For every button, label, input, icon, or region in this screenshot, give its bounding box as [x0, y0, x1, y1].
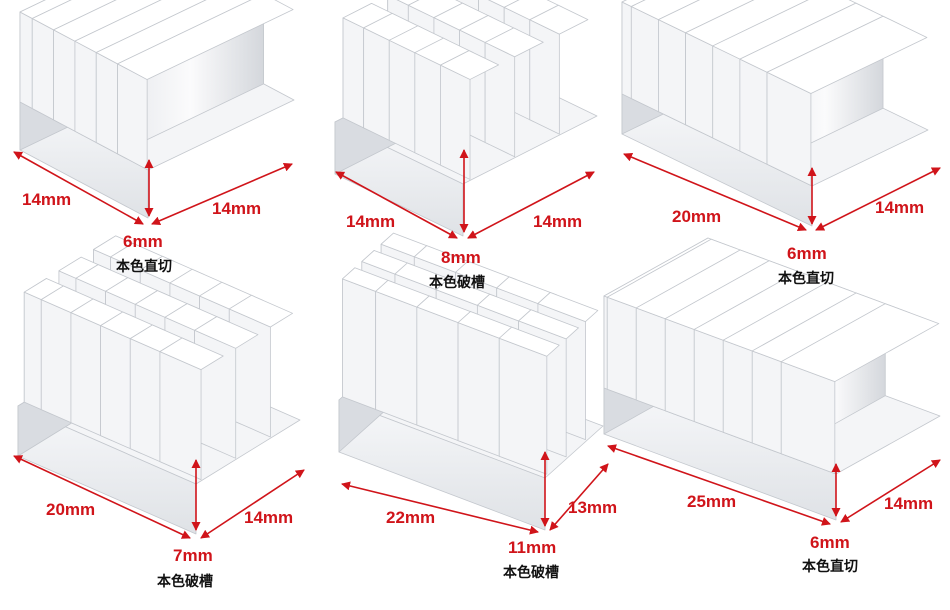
height-label-3: 6mm: [787, 244, 827, 263]
caption-2: 本色破槽: [429, 275, 485, 291]
caption-6: 本色直切: [802, 559, 858, 575]
fin-front-2: [363, 27, 394, 143]
fin-front-5: [416, 306, 465, 444]
fin-top-1: [117, 0, 294, 80]
fin-front-5: [375, 291, 424, 428]
fin-front-5: [457, 322, 507, 460]
width-label-6: 14mm: [884, 494, 934, 513]
heatsink-5: [338, 232, 604, 531]
heatsink-6: [603, 237, 941, 521]
fin-top-2: [440, 50, 500, 80]
fin-top-2: [484, 27, 544, 58]
height-label-6: 6mm: [810, 533, 850, 552]
heatsink-1: [19, 0, 295, 219]
caption-3: 本色直切: [778, 271, 834, 287]
heatsink-2: [334, 0, 598, 237]
length-label-4: 20mm: [46, 500, 96, 519]
width-arrow-6: [840, 459, 941, 523]
fin-top-5: [537, 292, 599, 322]
length-label-1: 14mm: [22, 190, 72, 209]
length-arrow-1: [13, 151, 144, 225]
fin-top-4: [228, 294, 293, 328]
width-label-5: 13mm: [568, 498, 618, 517]
fin-front-5: [498, 337, 548, 475]
height-label-1: 6mm: [123, 232, 163, 251]
width-arrow-1: [151, 163, 293, 225]
length-label-5: 22mm: [386, 508, 436, 527]
width-label-3: 14mm: [875, 198, 925, 217]
width-arrow-2: [467, 171, 595, 239]
height-label-4: 7mm: [173, 546, 213, 565]
length-label-6: 25mm: [687, 492, 737, 511]
length-label-2: 14mm: [346, 212, 396, 231]
fin-top-4: [194, 316, 259, 349]
caption-4: 本色破槽: [157, 574, 213, 590]
fin-top-2: [529, 4, 589, 35]
width-label-4: 14mm: [244, 508, 294, 527]
width-arrow-5: [549, 463, 609, 531]
fin-front-2: [414, 52, 445, 168]
length-arrow-4: [13, 455, 191, 539]
heatsink-4: [17, 235, 301, 535]
fin-front-2: [484, 42, 516, 158]
caption-1: 本色直切: [116, 259, 172, 275]
length-arrow-3: [623, 152, 807, 232]
width-label-2: 14mm: [533, 212, 583, 231]
length-arrow-2: [335, 171, 458, 239]
length-arrow-5: [341, 481, 539, 535]
fin-top-3: [766, 15, 928, 94]
length-arrow-6: [607, 444, 831, 526]
heatsink-3: [621, 0, 929, 227]
fin-top-5: [498, 326, 560, 357]
fin-front-2: [440, 64, 471, 180]
width-arrow-3: [815, 167, 941, 231]
width-arrow-4: [200, 469, 305, 539]
fin-front-2: [529, 19, 560, 135]
fin-top-4: [159, 337, 224, 371]
fin-top-5: [518, 309, 579, 340]
caption-5: 本色破槽: [503, 565, 559, 581]
fin-front-4: [159, 351, 202, 481]
length-label-3: 20mm: [672, 207, 722, 226]
height-label-2: 8mm: [441, 248, 481, 267]
width-label-1: 14mm: [212, 199, 262, 218]
fin-front-1: [117, 63, 148, 170]
fin-front-2: [388, 39, 420, 156]
fin-top-6: [780, 303, 940, 382]
height-label-5: 11mm: [508, 538, 557, 557]
